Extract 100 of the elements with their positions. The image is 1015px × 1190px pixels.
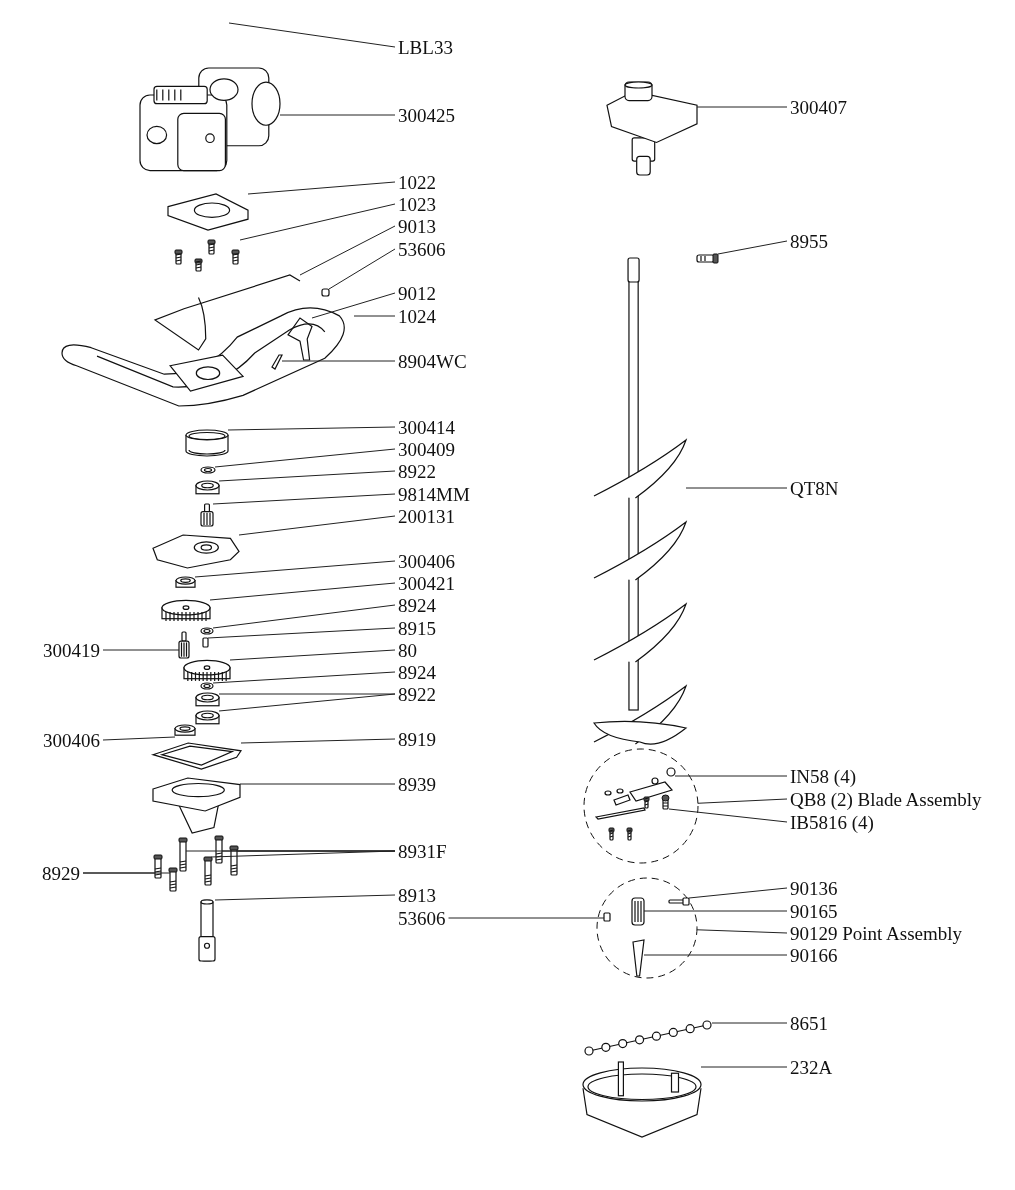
washer-drawing <box>200 627 214 635</box>
detail-circle <box>596 877 698 979</box>
leader-line <box>218 693 396 712</box>
leader-line <box>218 470 396 482</box>
blade-drawing <box>632 939 645 977</box>
part-number: 300425 <box>398 106 455 126</box>
leader-line <box>239 203 396 241</box>
handle-drawing <box>61 307 345 407</box>
leader-line <box>102 736 176 741</box>
key-drawing <box>202 637 209 648</box>
bearing-drawing <box>195 480 220 495</box>
leader-line <box>227 426 396 431</box>
washer-drawing <box>200 466 216 474</box>
leader-line <box>238 515 396 536</box>
leader-line <box>353 315 396 317</box>
part-number: 300421 <box>398 574 455 594</box>
adapter-drawing <box>606 81 698 176</box>
part-number: 8651 <box>790 1014 828 1034</box>
leader-line <box>674 775 788 777</box>
pin-drawing <box>696 253 719 264</box>
part-number: 8919 <box>398 730 436 750</box>
leader-line <box>247 181 396 195</box>
leader-line <box>218 693 396 695</box>
washer-drawing <box>200 682 214 690</box>
screw-set-drawing <box>174 239 240 272</box>
part-number: 53606 <box>398 909 446 929</box>
part-number: 1024 <box>398 307 436 327</box>
bearing-drawing <box>195 692 220 707</box>
bolt-drawing <box>214 835 224 864</box>
gear-drawing <box>183 659 231 682</box>
part-number: 8924 <box>398 663 436 683</box>
leader-line <box>688 887 788 899</box>
bolt-drawing <box>168 867 178 892</box>
pin-drawing <box>603 912 611 922</box>
detail-circle <box>583 748 699 864</box>
part-number: 8904WC <box>398 352 467 372</box>
leader-line <box>209 582 396 601</box>
leader-line <box>281 360 396 362</box>
part-number: IB5816 (4) <box>790 813 874 833</box>
plate-drawing <box>167 193 249 231</box>
leader-line <box>696 106 788 108</box>
part-number: 8955 <box>790 232 828 252</box>
part-number: 8922 <box>398 462 436 482</box>
part-number: 8913 <box>398 886 436 906</box>
part-number: 9013 <box>398 217 436 237</box>
leader-line <box>328 248 396 290</box>
part-number: 300419 <box>43 641 100 661</box>
part-number: 90129 Point Assembly <box>790 924 963 944</box>
housing-drawing <box>152 534 240 569</box>
leader-line <box>279 114 396 116</box>
leader-line <box>685 487 788 489</box>
bolt-drawing <box>178 837 188 872</box>
leader-line <box>210 850 396 858</box>
bolt-drawing <box>153 854 163 879</box>
part-number: 8924 <box>398 596 436 616</box>
leader-line <box>668 808 788 823</box>
leader-line <box>717 240 788 255</box>
bolt-drawing <box>229 845 239 876</box>
bolt-drawing <box>203 856 213 886</box>
part-number: 9814MM <box>398 485 470 505</box>
part-number: 90166 <box>790 946 838 966</box>
part-number: 8939 <box>398 775 436 795</box>
part-number: 90136 <box>790 879 838 899</box>
bearing-drawing <box>174 724 196 736</box>
part-number: QT8N <box>790 479 839 499</box>
leader-line <box>448 917 605 919</box>
part-number: 1022 <box>398 173 436 193</box>
leader-line <box>643 910 788 912</box>
gear-drawing <box>161 599 211 622</box>
part-number: 1023 <box>398 195 436 215</box>
leader-line <box>207 627 396 639</box>
part-number: 300407 <box>790 98 847 118</box>
leader-line <box>697 798 788 804</box>
leader-line <box>311 292 396 319</box>
shaft-drawing <box>198 899 216 962</box>
leader-line <box>299 225 396 276</box>
part-number: 8931F <box>398 842 447 862</box>
leader-line <box>228 22 396 48</box>
leader-line <box>240 738 396 744</box>
part-number: 300414 <box>398 418 455 438</box>
ring-drawing <box>185 429 229 457</box>
leader-line <box>239 783 396 785</box>
bolt-drawing <box>661 794 670 810</box>
part-number: 200131 <box>398 507 455 527</box>
pin-drawing <box>321 288 330 297</box>
part-number: 80 <box>398 641 417 661</box>
part-number: 8929 <box>42 864 80 884</box>
leader-line <box>194 560 396 578</box>
leader-line <box>102 649 180 651</box>
leader-line <box>214 894 396 901</box>
auger-drawing <box>593 257 687 745</box>
guard-drawing <box>582 1061 702 1138</box>
part-number: 9012 <box>398 284 436 304</box>
leader-line <box>711 1022 788 1024</box>
part-number: 8922 <box>398 685 436 705</box>
housing-drawing <box>152 777 241 834</box>
leader-line <box>643 954 788 956</box>
leader-line <box>212 493 396 505</box>
leader-line <box>700 1066 788 1068</box>
engine-drawing <box>139 67 281 172</box>
